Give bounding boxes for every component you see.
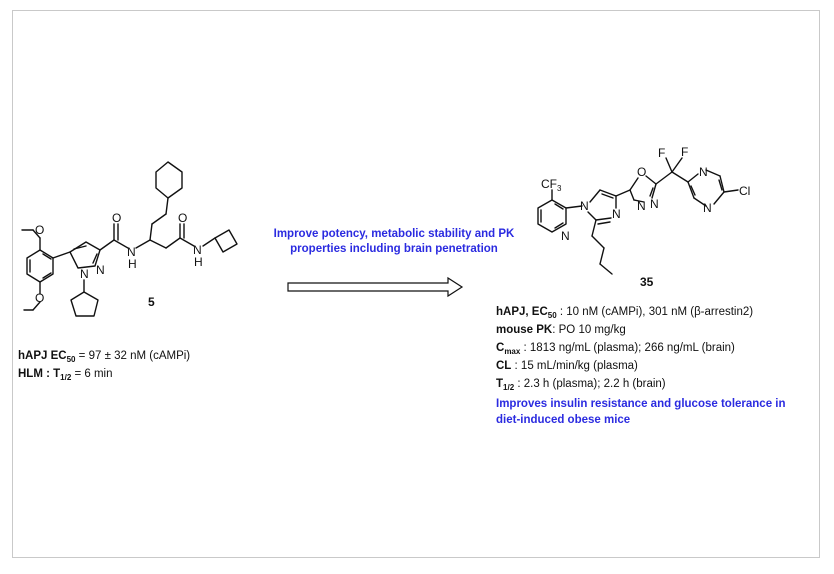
compound-5-atom-n-pyrazole: N: [96, 263, 105, 277]
compound-35-prop-cmax-value: : 1813 ng/mL (plasma); 266 ng/mL (brain): [520, 342, 735, 354]
compound-5-atom-o-top: O: [35, 223, 44, 237]
compound-35-prop-mouse-pk-label: mouse PK: [496, 324, 553, 336]
compound-5-potency-value: = 97 ± 32 nM (cAMPi): [75, 350, 191, 362]
compound-35-prop-hapj-label: hAPJ, EC: [496, 306, 548, 318]
compound-35-pyridine-ring: [537, 199, 567, 233]
compound-5-hlm-label: HLM : T: [18, 368, 61, 380]
compound-5-atom-nh-2: N: [193, 243, 202, 257]
compound-5-atom-o-amide-2: O: [178, 211, 187, 225]
compound-35-outcome: Improves insulin resistance and glucose …: [496, 398, 786, 426]
compound-35-prop-cmax-label: C: [496, 342, 505, 354]
compound-5-hlm: HLM : T1/2 = 6 min: [18, 366, 113, 383]
compound-35-atom-cl: Cl: [739, 184, 750, 198]
compound-35-label: 35: [640, 275, 654, 289]
compound-5-atom-o-amide-1: O: [112, 211, 121, 225]
transformation-arrow: [287, 276, 464, 298]
compound-5-cyclopentyl: [70, 291, 99, 317]
compound-35-prop-cl-label: CL: [496, 360, 512, 372]
compound-35-atom-n-pyridine: N: [561, 229, 570, 243]
compound-35-prop-half-life: T1/2 : 2.3 h (plasma); 2.2 h (brain): [496, 376, 666, 393]
compound-35-pyrimidine-ring: [687, 169, 725, 207]
compound-35-prop-cmax: Cmax : 1813 ng/mL (plasma); 266 ng/mL (b…: [496, 340, 735, 357]
compound-5-cyclobutyl: [214, 229, 238, 253]
compound-35-imidazole-ring: [587, 189, 617, 225]
compound-35-atom-n-imidazole-2: N: [612, 207, 621, 221]
compound-5-pyrazole-ring: [52, 241, 101, 269]
compound-5-atom-nh-1: N: [127, 245, 136, 259]
compound-35-prop-hapj-value: : 10 nM (cAMPi), 301 nM (β-arrestin2): [556, 306, 754, 318]
transformation-text: Improve potency, metabolic stability and…: [273, 228, 515, 255]
compound-35-atom-n-pyrimidine-2: N: [703, 201, 712, 215]
compound-35-atom-f-2: F: [681, 145, 688, 159]
compound-35-prop-cmax-sub: max: [504, 347, 521, 356]
compound-5-aryl-ring: [26, 249, 54, 283]
compound-35-prop-mouse-pk: mouse PK: PO 10 mg/kg: [496, 322, 626, 339]
compound-5-potency: hAPJ EC50 = 97 ± 32 nM (cAMPi): [18, 348, 190, 365]
compound-35-prop-half-life-label: T: [496, 378, 504, 390]
compound-35-atom-n-pyrimidine-1: N: [699, 165, 708, 179]
compound-35-atom-n-oxadiazole-1: N: [650, 197, 659, 211]
compound-5-structure: O O N N O N H O N H 5: [21, 161, 238, 317]
compound-35-atom-n-imidazole-1: N: [580, 199, 589, 213]
compound-5-potency-sub: 50: [66, 355, 76, 364]
compound-35-cf3: CF3: [541, 177, 562, 193]
compound-35-prop-mouse-pk-value: : PO 10 mg/kg: [552, 324, 626, 336]
compound-35-structure: N CF3 N N O N N F F: [537, 145, 750, 289]
compound-35-prop-hapj-sub: 50: [547, 311, 557, 320]
compound-5-potency-label: hAPJ EC: [18, 350, 67, 362]
compound-5-label: 5: [148, 295, 155, 309]
compound-5-hlm-value: = 6 min: [71, 368, 113, 380]
compound-35-prop-hapj: hAPJ, EC50 : 10 nM (cAMPi), 301 nM (β-ar…: [496, 304, 753, 321]
compound-35-atom-n-oxadiazole-2: N: [637, 199, 646, 213]
compound-35-oxadiazole-ring: [629, 175, 657, 203]
compound-35-prop-half-life-sub: 1/2: [503, 383, 515, 392]
compound-5-atom-o-bottom: O: [35, 291, 44, 305]
compound-5-atom-n-pyrazole-2: N: [80, 267, 89, 281]
compound-35-atom-o-oxadiazole: O: [637, 165, 646, 179]
compound-5-atom-nh-1-h: H: [128, 257, 137, 271]
compound-5-cyclohexyl: [155, 161, 183, 199]
compound-35-atom-f-1: F: [658, 146, 665, 160]
compound-35-prop-cl: CL : 15 mL/min/kg (plasma): [496, 358, 638, 375]
compound-35-prop-half-life-value: : 2.3 h (plasma); 2.2 h (brain): [514, 378, 666, 390]
compound-35-prop-cl-value: : 15 mL/min/kg (plasma): [511, 360, 638, 372]
compound-5-hlm-sub: 1/2: [60, 373, 72, 382]
compound-5-atom-nh-2-h: H: [194, 255, 203, 269]
